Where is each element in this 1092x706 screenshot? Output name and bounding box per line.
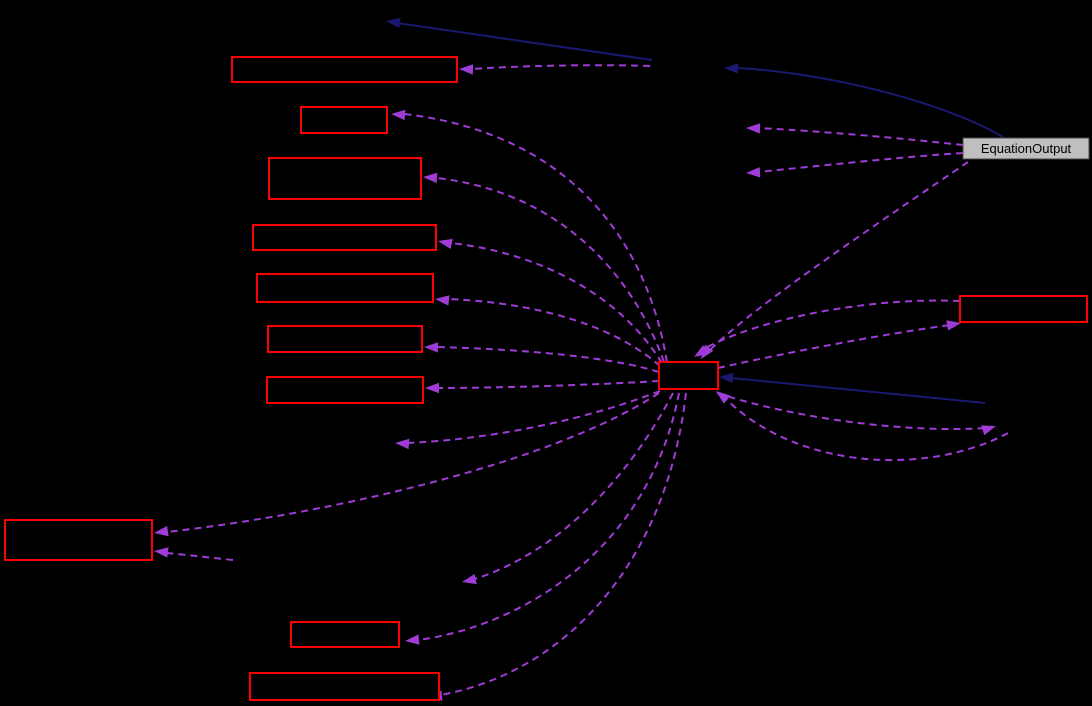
usage-edge-left-upper-arrowhead [154, 525, 169, 537]
class-node-12[interactable] [249, 672, 440, 701]
inheritance-edge-top-arrowhead [386, 17, 401, 29]
usage-edge-center-to-right-arrowhead [946, 320, 961, 331]
current-class-node-label: EquationOutput [981, 141, 1072, 156]
inheritance-edge-center [719, 372, 986, 404]
inheritance-edge-eq-arrowhead [724, 63, 739, 74]
usage-edge-to-node6 [424, 342, 660, 373]
usage-edge-se-to-center-arrowhead [716, 391, 731, 404]
usage-edge-to-node1 [459, 64, 651, 75]
usage-edge-right-to-center-arrowhead [694, 345, 709, 357]
usage-edge-to-node2-arrowhead [391, 109, 406, 121]
usage-edge-to-node11 [405, 392, 680, 645]
usage-edge-to-node4-arrowhead [438, 238, 453, 249]
class-node-center[interactable] [658, 361, 719, 390]
usage-edge-to-node11-arrowhead [405, 634, 420, 645]
usage-edge-se-to-center [716, 391, 1009, 461]
usage-edge-eq-upper [746, 123, 964, 146]
usage-edge-to-node5 [435, 295, 661, 367]
class-node-2[interactable] [300, 106, 388, 134]
inheritance-edge-eq [724, 63, 1004, 138]
usage-edge-mid-left [395, 390, 661, 450]
usage-edge-center-to-se-arrowhead [981, 425, 996, 436]
usage-edge-to-node7-arrowhead [425, 382, 439, 394]
class-node-5[interactable] [256, 273, 434, 303]
usage-edge-eq-lower [746, 152, 964, 178]
class-node-3[interactable] [268, 157, 422, 200]
usage-edge-to-node6-arrowhead [424, 342, 439, 353]
usage-edge-to-node4 [438, 238, 663, 364]
usage-edge-to-node1-arrowhead [459, 64, 474, 75]
usage-edge-lower-mid [462, 392, 674, 585]
usage-edge-mid-left-arrowhead [395, 438, 410, 450]
class-node-6[interactable] [267, 325, 423, 353]
class-node-4[interactable] [252, 224, 437, 251]
class-node-7[interactable] [266, 376, 424, 404]
usage-edge-to-node12 [428, 392, 687, 701]
usage-edge-center-to-se [716, 392, 996, 436]
usage-edge-left-lower-arrowhead [154, 547, 169, 558]
usage-edge-to-node2 [391, 109, 668, 363]
usage-edge-eq-lower-arrowhead [746, 167, 761, 178]
inheritance-edge-center-arrowhead [719, 372, 734, 384]
usage-edge-eq-upper-arrowhead [746, 123, 761, 134]
usage-edge-to-node3 [423, 172, 665, 363]
class-node-right[interactable] [959, 295, 1088, 323]
class-node-1[interactable] [231, 56, 458, 83]
current-class-node: EquationOutput [962, 137, 1090, 160]
usage-edge-to-node5-arrowhead [435, 295, 450, 306]
usage-edge-to-node3-arrowhead [423, 172, 438, 184]
inheritance-edge-top [386, 17, 653, 61]
usage-edge-to-node7 [425, 380, 660, 394]
usage-edge-center-to-right [717, 320, 961, 369]
usage-edge-right-to-center [694, 299, 961, 357]
class-node-left[interactable] [4, 519, 153, 561]
usage-edge-left-lower [154, 547, 234, 561]
current-class-node-box [962, 137, 1090, 160]
class-node-11[interactable] [290, 621, 400, 648]
usage-edge-lower-mid-arrowhead [462, 574, 477, 585]
usage-edge-left-upper [154, 392, 660, 537]
usage-edge-eq-to-center [701, 161, 969, 359]
